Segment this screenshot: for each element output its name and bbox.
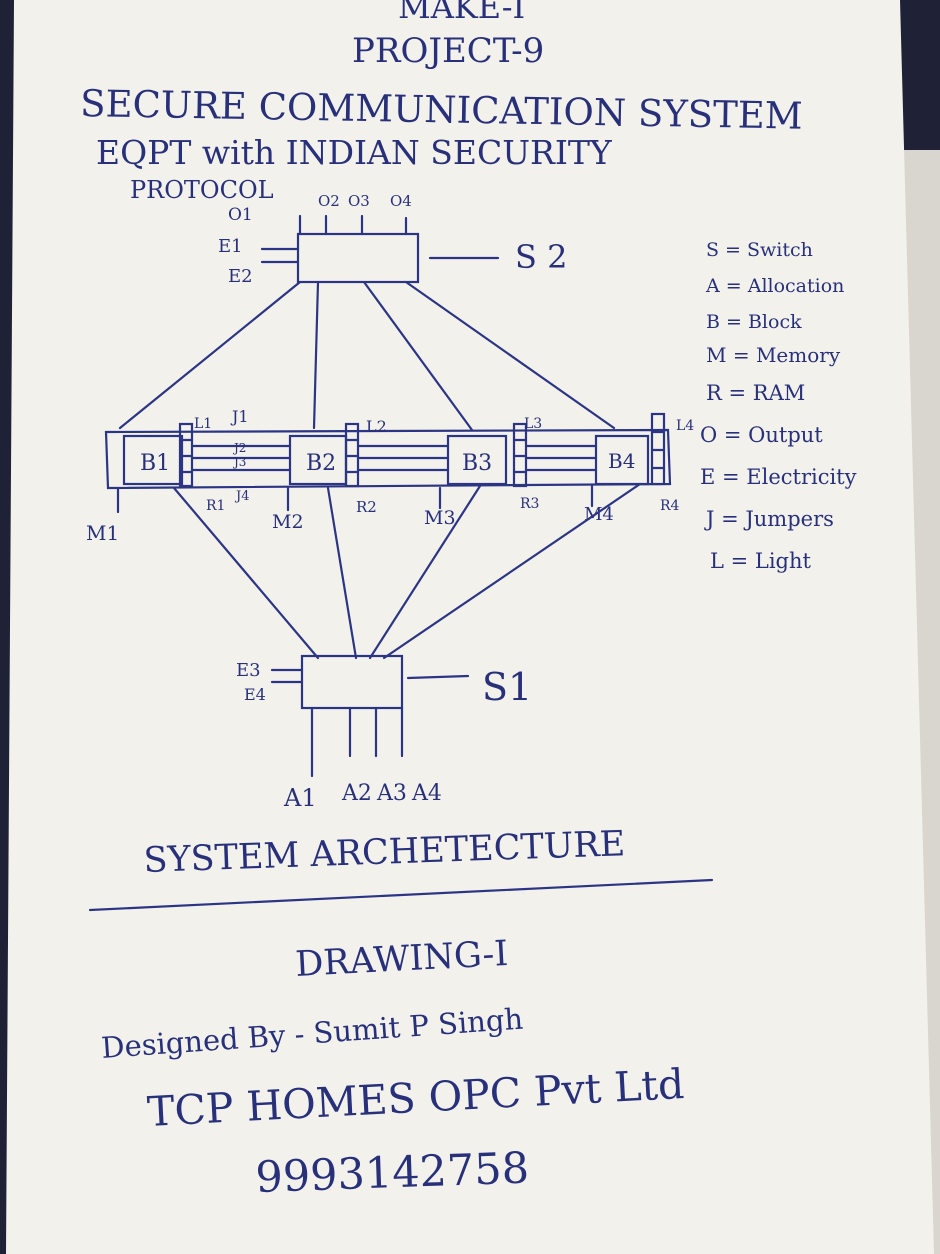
jumper-j4: J4 [234, 489, 249, 504]
memory-m4: M4 [584, 504, 614, 525]
title-line-2: EQPT with INDIAN SECURITY [96, 133, 613, 172]
s2-output-o1: O1 [228, 205, 253, 225]
title-line-3: PROTOCOL [130, 176, 274, 204]
ram-r1: R1 [206, 498, 225, 514]
s2-input-e2: E2 [228, 266, 253, 287]
legend-memory: M = Memory [706, 343, 841, 367]
legend-ram: R = RAM [706, 381, 805, 405]
s1-label: S1 [482, 665, 532, 709]
legend-light: L = Light [710, 549, 812, 573]
jumper-j3: J3 [232, 455, 246, 469]
light-l4: L4 [676, 418, 694, 434]
jumper-j1: J1 [230, 407, 249, 426]
allocation-a3: A3 [376, 781, 407, 806]
light-l3: L3 [524, 416, 542, 432]
ram-r4: R4 [660, 498, 680, 514]
allocation-a4: A4 [411, 781, 442, 806]
s2-label: S 2 [515, 238, 567, 276]
s2-output-o4: O4 [390, 192, 412, 210]
s1-input-e4: E4 [244, 685, 266, 704]
s2-input-e1: E1 [218, 236, 243, 257]
block-b1: B1 [140, 451, 170, 476]
project-label: PROJECT-9 [352, 31, 544, 71]
memory-m3: M3 [424, 507, 456, 529]
phone-number: 9993142758 [255, 1143, 530, 1203]
legend-allocation: A = Allocation [705, 275, 844, 297]
s1-input-e3: E3 [236, 660, 261, 681]
legend-electricity: E = Electricity [700, 465, 857, 489]
ram-r2: R2 [356, 498, 377, 516]
block-b4: B4 [608, 449, 635, 473]
memory-m2: M2 [272, 511, 304, 533]
legend-switch: S = Switch [706, 239, 813, 261]
make-label: MAKE-I [398, 0, 525, 26]
ram-r3: R3 [520, 496, 539, 512]
memory-m1: M1 [86, 521, 119, 545]
block-b2: B2 [306, 451, 336, 476]
s2-output-o3: O3 [348, 192, 370, 210]
light-l1: L1 [194, 416, 212, 432]
jumper-j2: J2 [232, 441, 246, 455]
allocation-a2: A2 [341, 781, 372, 806]
light-l2: L2 [366, 417, 387, 436]
block-b3: B3 [462, 451, 492, 476]
allocation-a1: A1 [283, 784, 317, 812]
s2-output-o2: O2 [318, 192, 340, 210]
legend-output: O = Output [700, 423, 823, 447]
legend-jumpers: J = Jumpers [704, 507, 834, 531]
legend-block: B = Block [706, 311, 802, 333]
